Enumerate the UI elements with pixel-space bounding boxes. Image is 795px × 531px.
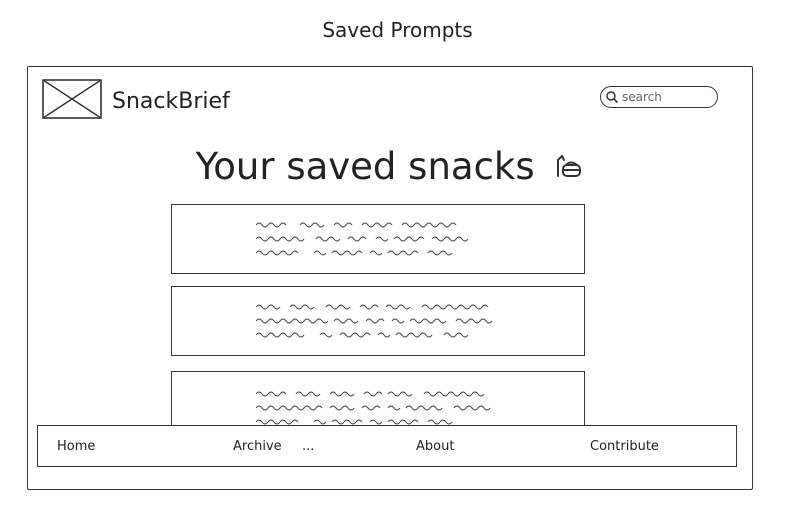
saved-snack-card[interactable] <box>171 286 585 356</box>
nav-about[interactable]: About <box>416 439 455 454</box>
scribble-text <box>256 304 493 338</box>
page-title-text: Your saved snacks <box>195 145 535 188</box>
brand-name[interactable]: SnackBrief <box>112 89 230 114</box>
image-placeholder-icon <box>42 79 102 119</box>
scribble-text <box>256 391 491 425</box>
nav-home[interactable]: Home <box>57 439 96 454</box>
nav-ellipsis: ... <box>302 439 315 454</box>
nav-contribute[interactable]: Contribute <box>590 439 659 454</box>
saved-snack-card[interactable] <box>171 204 585 274</box>
search-icon <box>606 91 619 104</box>
search-input[interactable] <box>619 90 712 104</box>
scribble-text <box>256 222 469 256</box>
footer-nav: Home Archive ... About Contribute <box>37 425 737 467</box>
browser-frame: SnackBrief Your saved snacks <box>27 66 753 490</box>
nav-archive[interactable]: Archive <box>233 439 282 454</box>
lunch-bag-icon <box>557 155 582 177</box>
page-title: Your saved snacks <box>28 145 752 188</box>
page-caption: Saved Prompts <box>322 18 473 42</box>
search-box[interactable] <box>600 86 718 108</box>
